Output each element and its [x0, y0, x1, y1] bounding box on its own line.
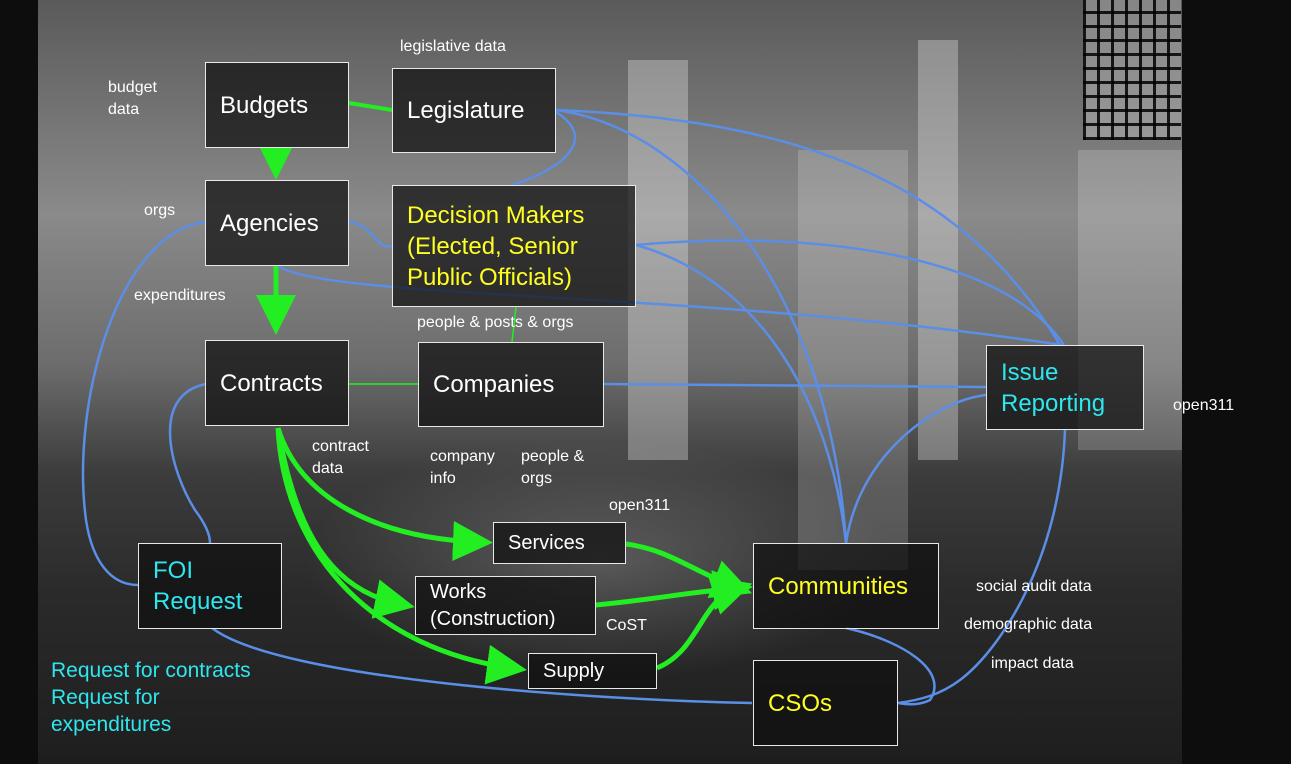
- node-agencies: Agencies: [205, 180, 349, 266]
- link-legislature-dm: [511, 110, 577, 187]
- node-budgets: Budgets: [205, 62, 349, 148]
- node-contracts: Contracts: [205, 340, 349, 426]
- label-legislative-data: legislative data: [400, 38, 506, 55]
- link-services-communities: [625, 541, 753, 598]
- label-budget-data: budget data: [108, 79, 157, 118]
- background-wall: [798, 150, 908, 570]
- link-agencies-foi: [81, 220, 207, 587]
- link-companies-issue: [603, 382, 987, 389]
- label-social-audit: social audit data: [976, 578, 1092, 595]
- node-services: Services: [493, 522, 626, 564]
- link-legislature-communities: [555, 108, 848, 544]
- node-issue-reporting: Issue Reporting: [986, 345, 1144, 430]
- background-pillar: [918, 40, 958, 460]
- node-companies: Companies: [418, 342, 604, 427]
- link-dm-issue: [635, 239, 1066, 346]
- label-company-info: company info: [430, 448, 495, 487]
- link-foi-csos: [211, 627, 753, 705]
- link-dm-companies: [511, 306, 517, 343]
- label-open311-issue: open311: [1173, 397, 1235, 414]
- link-dm-communities: [635, 243, 848, 544]
- label-expenditures: expenditures: [134, 287, 226, 304]
- label-impact: impact data: [991, 655, 1074, 672]
- link-agencies-dm: [348, 220, 393, 248]
- label-people-orgs: people & orgs: [521, 448, 585, 487]
- node-csos: CSOs: [753, 660, 898, 746]
- link-contracts-services: [275, 427, 493, 561]
- link-contracts-foi: [168, 382, 212, 544]
- node-legislature: Legislature: [392, 68, 556, 153]
- node-works: Works (Construction): [415, 576, 596, 635]
- link-contracts-works: [275, 427, 415, 619]
- label-orgs: orgs: [144, 202, 176, 219]
- label-people-posts-orgs: people & posts & orgs: [417, 314, 574, 331]
- label-foi-requests: Request for contracts Request for expend…: [51, 659, 251, 736]
- node-supply: Supply: [528, 653, 657, 689]
- label-open311-services: open311: [609, 497, 671, 514]
- node-foi-request: FOI Request: [138, 543, 282, 629]
- link-contracts-supply: [275, 427, 527, 685]
- node-decision-makers: Decision Makers (Elected, Senior Public …: [392, 185, 636, 307]
- link-legislature-issue: [555, 108, 1062, 346]
- link-communities-issue: [844, 393, 987, 544]
- label-cost: CoST: [606, 617, 647, 634]
- link-issue-csos: [897, 429, 1067, 705]
- link-communities-csos: [845, 626, 936, 706]
- label-contract-data: contract data: [312, 438, 369, 477]
- background-window-grate: [1083, 0, 1181, 140]
- node-communities: Communities: [753, 543, 939, 629]
- link-supply-communities: [655, 576, 753, 671]
- label-demographic: demographic data: [964, 616, 1093, 633]
- link-budgets-legislature: [348, 101, 393, 112]
